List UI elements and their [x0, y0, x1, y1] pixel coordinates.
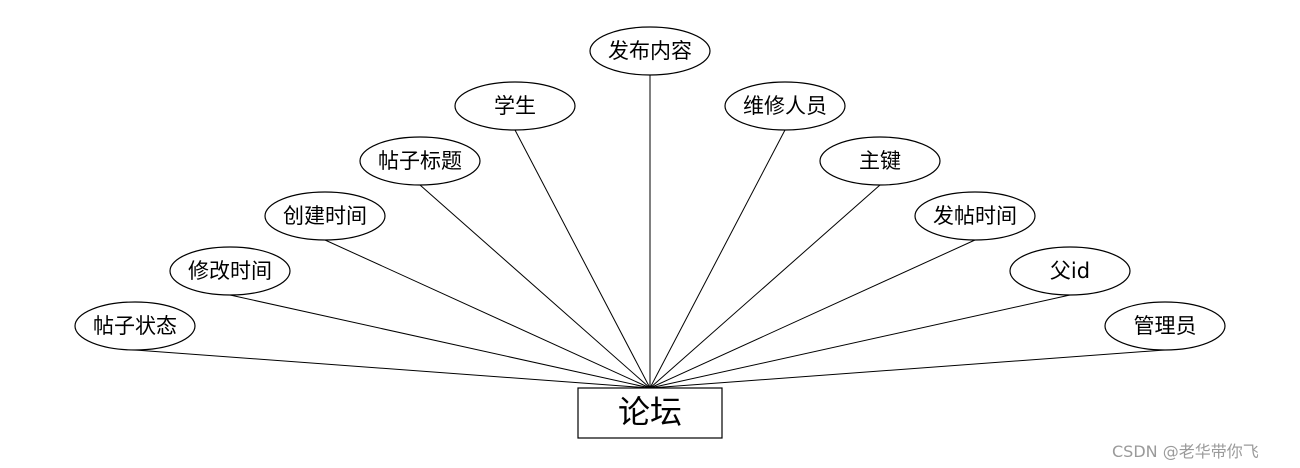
attribute-label: 管理员 [1134, 314, 1197, 338]
attribute-ellipse [74, 301, 196, 351]
connector-primary-key [649, 184, 881, 389]
attribute-ellipse [914, 191, 1036, 241]
attribute-maintainer: 维修人员 [724, 81, 846, 131]
attribute-ellipse [264, 191, 386, 241]
connector-modify-time [229, 294, 651, 389]
attribute-label: 帖子状态 [93, 314, 177, 338]
attribute-create-time: 创建时间 [264, 191, 386, 241]
attribute-title: 帖子标题 [359, 136, 481, 186]
attribute-parent-id: 父id [1009, 246, 1131, 296]
attribute-primary-key: 主键 [819, 136, 941, 186]
attribute-label: 帖子标题 [378, 149, 462, 173]
attribute-ellipse [359, 136, 481, 186]
connector-title [419, 184, 651, 389]
entity-box [577, 387, 723, 439]
attribute-label: 发布内容 [608, 39, 692, 63]
attribute-content: 发布内容 [589, 26, 711, 76]
entity-label: 论坛 [618, 393, 682, 431]
attribute-label: 创建时间 [283, 204, 367, 228]
attribute-student: 学生 [454, 81, 576, 131]
attribute-ellipse [589, 26, 711, 76]
watermark: CSDN @老华带你飞 [1112, 442, 1259, 461]
attribute-ellipse [1009, 246, 1131, 296]
attribute-post-time: 发帖时间 [914, 191, 1036, 241]
attribute-label: 主键 [859, 149, 901, 173]
connector-status [134, 349, 651, 389]
attribute-label: 修改时间 [188, 259, 272, 283]
attribute-ellipse [169, 246, 291, 296]
entity-node: 论坛 [577, 387, 723, 439]
attribute-ellipse [1104, 301, 1226, 351]
attribute-modify-time: 修改时间 [169, 246, 291, 296]
connector-admin [649, 349, 1166, 389]
connector-student [514, 129, 651, 389]
connector-maintainer [649, 129, 786, 389]
attribute-ellipse [454, 81, 576, 131]
connector-parent-id [649, 294, 1071, 389]
connector-post-time [649, 239, 976, 389]
attribute-label: 学生 [494, 94, 536, 118]
attribute-label: 父id [1050, 259, 1090, 283]
attribute-status: 帖子状态 [74, 301, 196, 351]
attribute-admin: 管理员 [1104, 301, 1226, 351]
attribute-label: 发帖时间 [933, 204, 1017, 228]
connector-create-time [324, 239, 651, 389]
attribute-ellipse [819, 136, 941, 186]
connector-lines [134, 75, 1166, 389]
attribute-label: 维修人员 [743, 94, 827, 118]
attribute-ellipse [724, 81, 846, 131]
